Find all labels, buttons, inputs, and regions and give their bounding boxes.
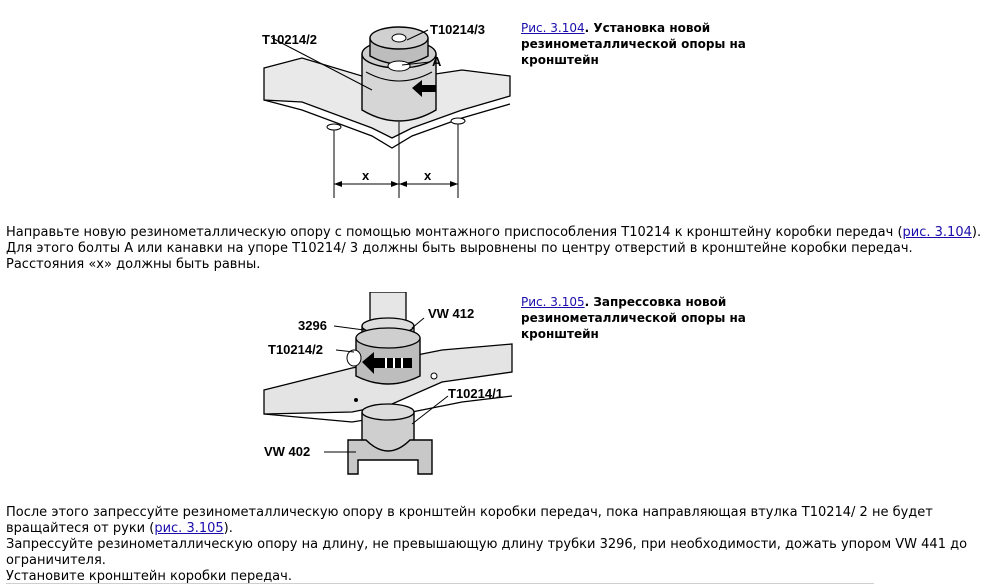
paragraph-2-line-2-end: ). xyxy=(223,521,233,536)
paragraph-2-line-4: ограничителя. xyxy=(6,553,106,568)
figure-3-104-link[interactable]: Рис. 3.104 xyxy=(521,21,585,35)
figure-3-105-inline-link[interactable]: рис. 3.105 xyxy=(154,521,224,536)
paragraph-1-line-3: Расстояния «x» должны быть равны. xyxy=(6,257,261,272)
label-bolt-a: A xyxy=(432,54,442,69)
paragraph-1-line-2: Для этого болты А или канавки на упоре T… xyxy=(6,241,913,256)
figure-3-104-inline-link[interactable]: рис. 3.104 xyxy=(902,225,972,240)
figure-3-105-illustration: 3296 VW 412 T10214/2 T10214/1 VW 402 xyxy=(263,292,513,475)
figure-3-104-caption: Рис. 3.104. Установка новой резинометалл… xyxy=(521,20,751,68)
paragraph-2-line-2-text: вращайтеся от руки ( xyxy=(6,521,155,536)
figure-3-105-caption: Рис. 3.105. Запрессовка новой резиномета… xyxy=(521,294,751,342)
paragraph-1-line-1: Направьте новую резинометаллическую опор… xyxy=(6,225,981,241)
label-3296: 3296 xyxy=(298,318,327,333)
label-t10214-2: T10214/2 xyxy=(262,32,317,47)
paragraph-2-line-3: Запрессуйте резинометаллическую опору на… xyxy=(6,537,968,552)
label-t10214-1: T10214/1 xyxy=(448,386,503,401)
label-vw-412: VW 412 xyxy=(428,306,474,321)
paragraph-2-line-2: вращайтеся от руки (рис. 3.105). xyxy=(6,521,233,537)
figure-3-105-caption-text: . Запрессовка новой резинометаллической … xyxy=(521,295,746,341)
figure-3-105-link[interactable]: Рис. 3.105 xyxy=(521,295,585,309)
paragraph-2-line-5: Установите кронштейн коробки передач. xyxy=(6,569,292,584)
label-vw-402: VW 402 xyxy=(264,444,310,459)
paragraph-2-line-1: После этого запрессуйте резинометалличес… xyxy=(6,505,933,520)
divider xyxy=(6,583,874,584)
paragraph-1-line-1-text: Направьте новую резинометаллическую опор… xyxy=(6,225,903,240)
figure-3-104-illustration: T10214/2 T10214/3 A x x xyxy=(262,22,511,198)
label-distance-x-right: x xyxy=(424,168,432,183)
figure-3-104-caption-text: . Установка новой резинометаллической оп… xyxy=(521,21,746,67)
label-t10214-2-fig2: T10214/2 xyxy=(268,342,323,357)
label-t10214-3: T10214/3 xyxy=(430,22,485,37)
label-distance-x-left: x xyxy=(362,168,370,183)
paragraph-1-line-1-end: ). xyxy=(971,225,982,240)
